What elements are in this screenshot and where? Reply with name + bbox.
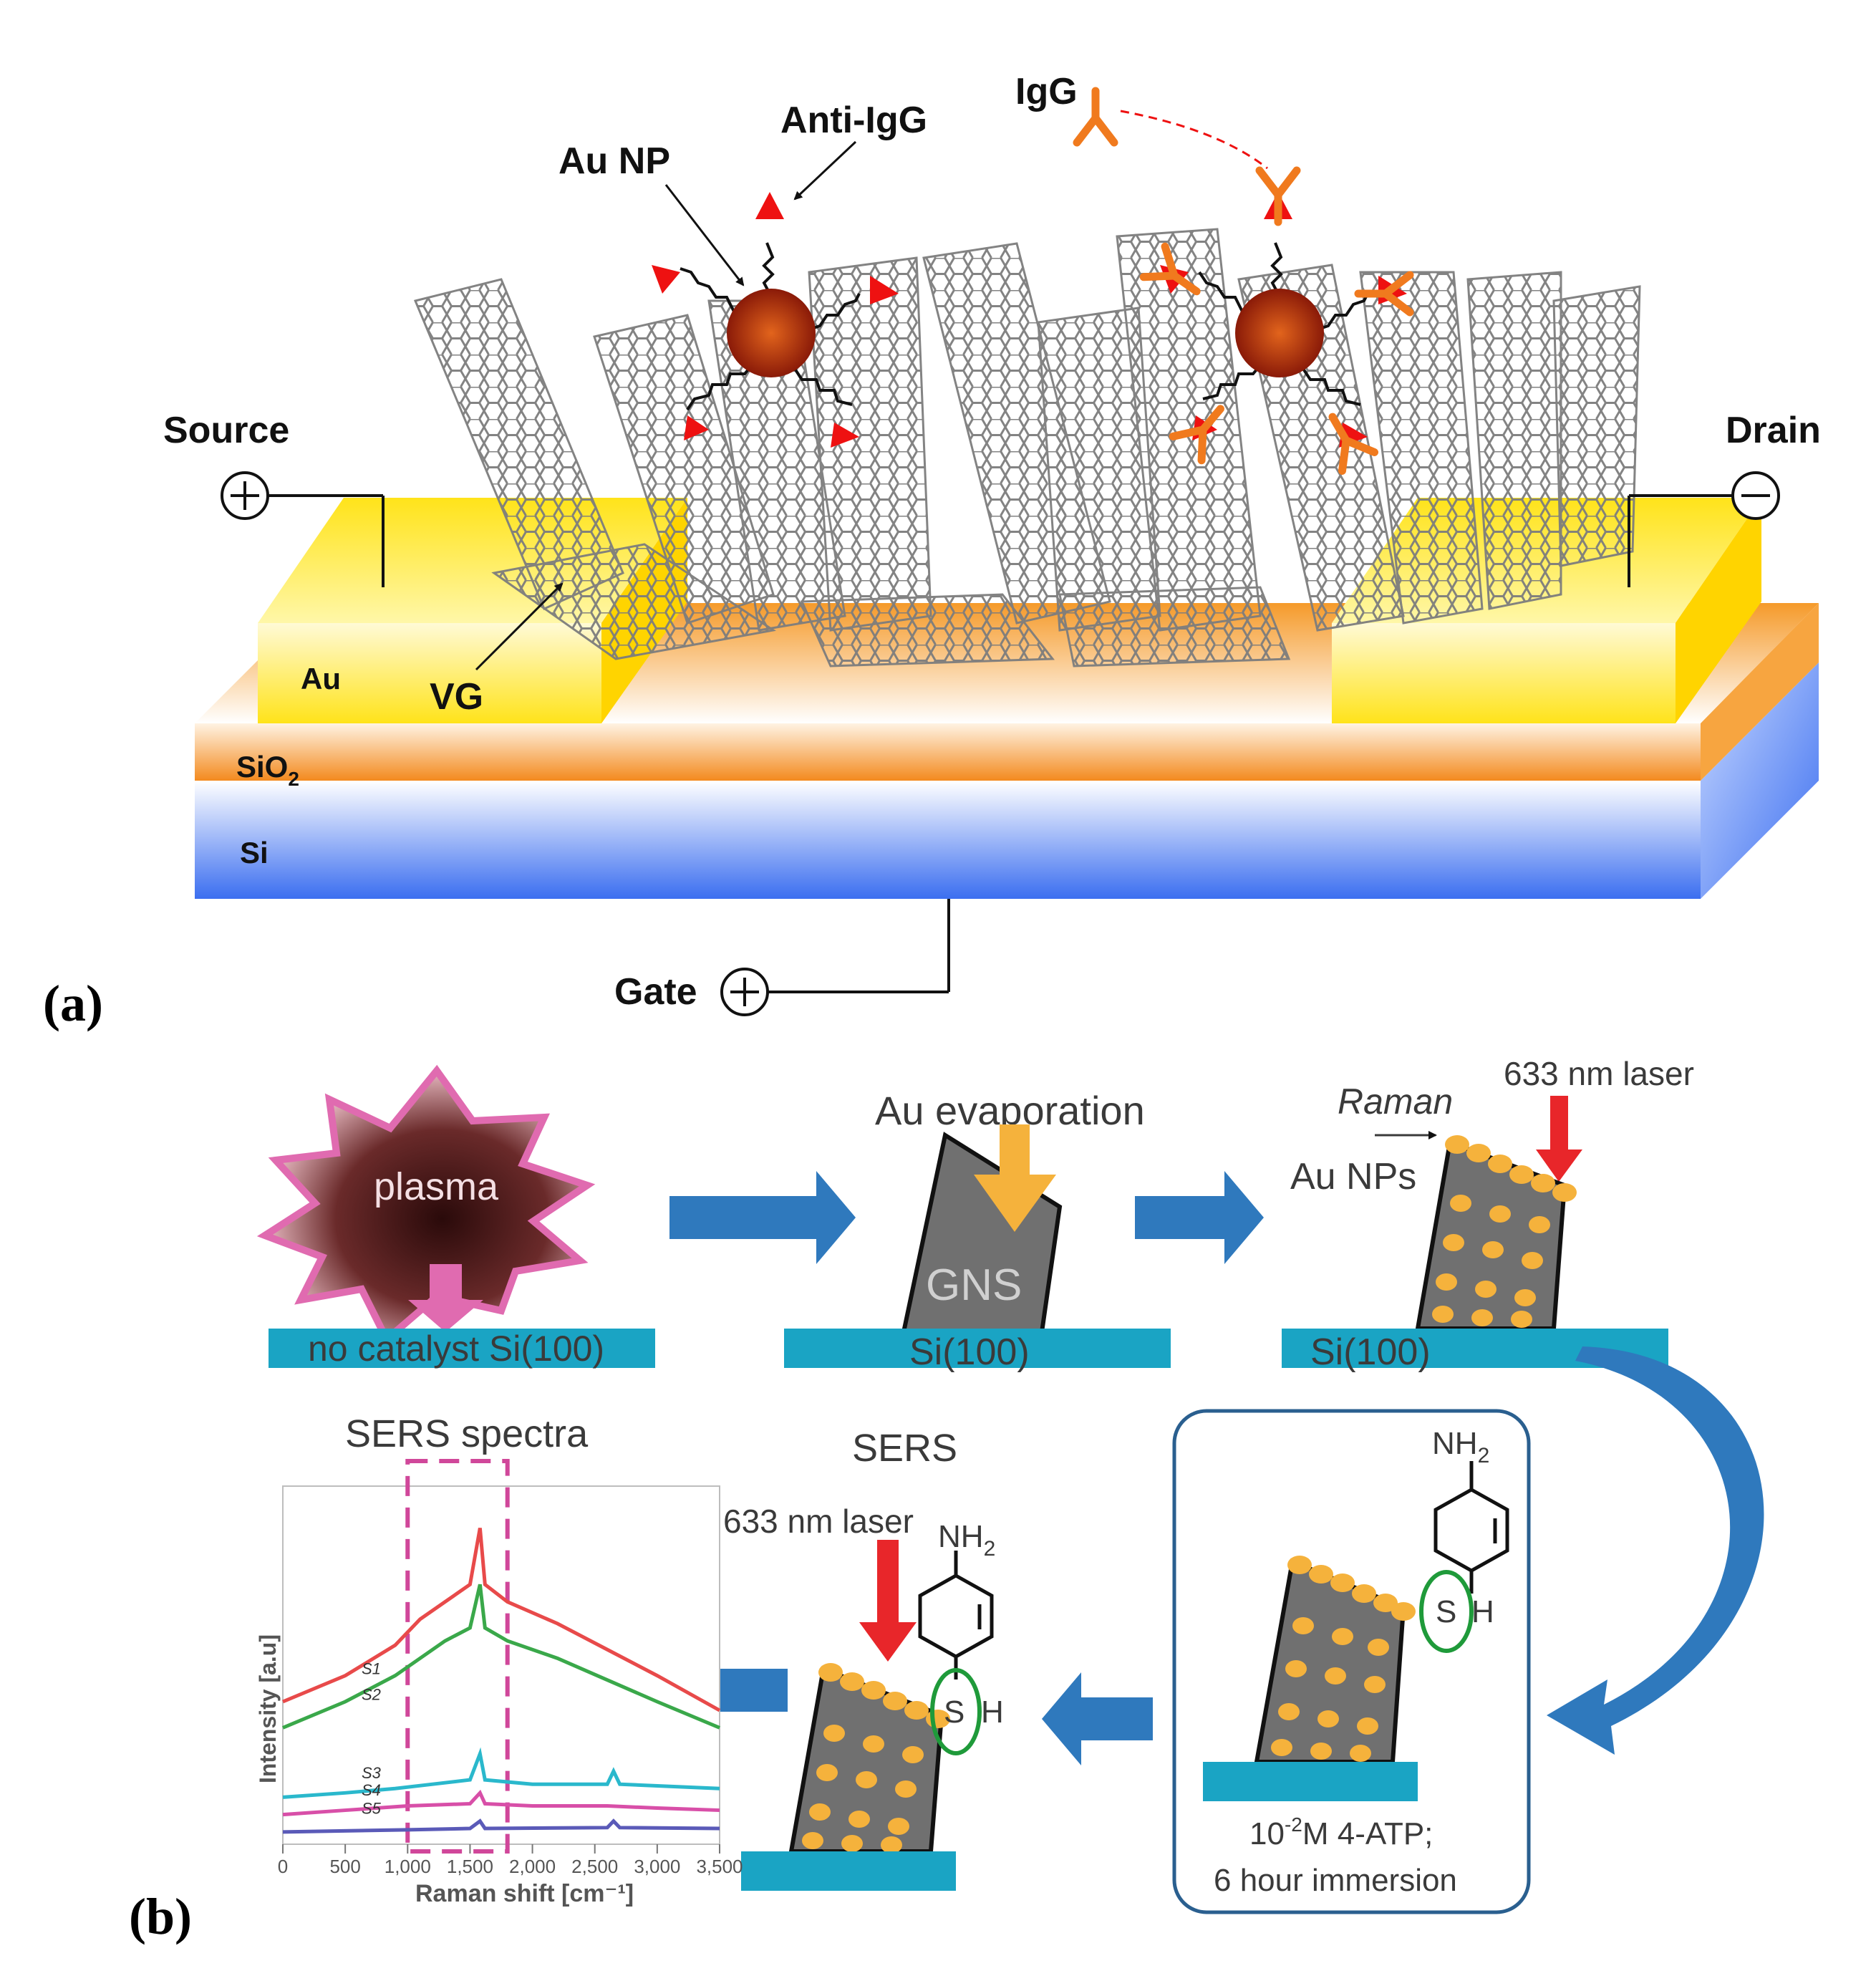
plasma-label: plasma bbox=[374, 1165, 499, 1208]
step-au-nps: Raman 633 nm laser Au NPs Si(100) bbox=[1282, 1055, 1694, 1373]
series-label-s4: S4 bbox=[362, 1781, 381, 1799]
panel-b-label: (b) bbox=[129, 1888, 192, 1945]
immersion-label: 6 hour immersion bbox=[1214, 1863, 1457, 1898]
au-np-label: Au NP bbox=[559, 140, 670, 182]
immersion-substrate bbox=[1203, 1762, 1418, 1801]
vertical-graphene bbox=[413, 228, 1641, 667]
si-label: Si bbox=[240, 836, 269, 869]
anti-igg-pointer bbox=[793, 140, 857, 201]
source-label: Source bbox=[163, 410, 289, 451]
flow-arrow-3 bbox=[1042, 1672, 1153, 1765]
chart-highlight-box bbox=[405, 1459, 510, 1854]
au-nanoparticle-right bbox=[1144, 170, 1410, 471]
gns-label: GNS bbox=[926, 1261, 1022, 1310]
au-nps-label: Au NPs bbox=[1290, 1156, 1416, 1197]
x-tick-label: 500 bbox=[329, 1856, 360, 1877]
vg-label: VG bbox=[430, 676, 483, 718]
series-line-s5 bbox=[282, 1818, 720, 1834]
sh-h-sers: H bbox=[981, 1695, 1004, 1730]
au-label: Au bbox=[301, 662, 341, 695]
chart-ylabel: Intensity [a.u] bbox=[255, 1634, 281, 1783]
si100-substrate-a bbox=[784, 1329, 1171, 1368]
plasma-down-arrow bbox=[408, 1264, 483, 1332]
drain-label: Drain bbox=[1726, 410, 1821, 451]
evaporation-arrow bbox=[974, 1124, 1056, 1232]
step-plasma: plasma no catalyst Si(100) bbox=[256, 1064, 655, 1369]
no-catalyst-substrate bbox=[269, 1329, 655, 1368]
series-label-s1: S1 bbox=[362, 1659, 381, 1677]
x-tick-label: 1,000 bbox=[385, 1856, 431, 1877]
series-label-s3: S3 bbox=[362, 1764, 382, 1782]
chart-plot-area bbox=[282, 1485, 720, 1845]
atp-molecule-box bbox=[1433, 1461, 1509, 1594]
panel-a: Source Drain Gate Au VG SiO2 Si bbox=[43, 71, 1821, 1032]
series-line-s3 bbox=[282, 1747, 720, 1799]
free-igg: IgG bbox=[1015, 71, 1268, 170]
atp-molecule-sers bbox=[918, 1551, 994, 1679]
x-tick-label: 2,500 bbox=[571, 1856, 618, 1877]
au-np-pointer bbox=[664, 184, 745, 286]
series-line-s4 bbox=[282, 1789, 720, 1817]
drain-terminal: Drain bbox=[1628, 410, 1821, 587]
nh2-sers-label: NH2 bbox=[938, 1519, 995, 1561]
chart-xlabel: Raman shift [cm⁻¹] bbox=[415, 1880, 634, 1907]
thiol-circle-sers bbox=[930, 1668, 982, 1755]
laser-top-arrow bbox=[1536, 1096, 1582, 1182]
gate-terminal: Gate bbox=[614, 899, 950, 1016]
sh-h-box: H bbox=[1471, 1594, 1494, 1629]
raman-label: Raman bbox=[1338, 1081, 1453, 1122]
si-layer bbox=[195, 662, 1819, 899]
step-immersion: NH2 S H 10-2M 4-ATP; 6 hour immersion bbox=[1172, 1409, 1531, 1914]
flow-arrow-curved bbox=[1547, 1346, 1764, 1755]
gns-with-np-top bbox=[1415, 1139, 1567, 1331]
si100-label-b: Si(100) bbox=[1310, 1331, 1431, 1373]
sers-spectra-title: SERS spectra bbox=[345, 1412, 589, 1455]
no-catalyst-label: no catalyst Si(100) bbox=[308, 1329, 604, 1369]
nh2-box-label: NH2 bbox=[1432, 1426, 1489, 1467]
x-tick-label: 1,500 bbox=[447, 1856, 493, 1877]
sh-s-sers: S bbox=[944, 1695, 964, 1730]
x-tick-label: 3,500 bbox=[696, 1856, 743, 1877]
au-dots-top bbox=[1432, 1135, 1577, 1328]
sers-substrate bbox=[741, 1851, 956, 1891]
concentration-label: 10-2M 4-ATP; bbox=[1249, 1813, 1433, 1851]
anti-igg-label: Anti-IgG bbox=[780, 100, 927, 141]
flow-arrow-2 bbox=[1135, 1171, 1264, 1264]
laser-top-label: 633 nm laser bbox=[1504, 1055, 1694, 1092]
flow-arrow-1 bbox=[669, 1171, 856, 1264]
step-sers: SERS 633 nm laser NH2 S H bbox=[723, 1427, 1004, 1891]
sh-s-box: S bbox=[1436, 1594, 1456, 1629]
sers-label: SERS bbox=[852, 1427, 957, 1470]
step-au-evaporation: Au evaporation GNS Si(100) bbox=[784, 1088, 1171, 1373]
series-label-s5: S5 bbox=[362, 1799, 382, 1817]
series-label-s2: S2 bbox=[362, 1686, 381, 1704]
igg-label: IgG bbox=[1015, 71, 1078, 112]
source-terminal: Source bbox=[163, 410, 385, 587]
panel-a-label: (a) bbox=[43, 975, 103, 1032]
thiol-circle-box bbox=[1419, 1570, 1474, 1653]
series-line-s1 bbox=[282, 1528, 721, 1712]
x-tick-label: 3,000 bbox=[634, 1856, 680, 1877]
panel-b: plasma no catalyst Si(100) Au evaporatio… bbox=[129, 1055, 1764, 1945]
laser-bottom-label: 633 nm laser bbox=[723, 1503, 914, 1540]
chart-x-ticks: 0 500 1,000 1,500 2,000 2,500 3,000 3,500 bbox=[278, 1844, 743, 1877]
x-tick-label: 0 bbox=[278, 1856, 288, 1877]
sio2-label: SiO2 bbox=[236, 750, 299, 790]
au-nanoparticle-left bbox=[652, 192, 899, 448]
series-line-s2 bbox=[282, 1584, 720, 1730]
laser-bottom-arrow bbox=[859, 1540, 917, 1662]
gate-label: Gate bbox=[614, 971, 697, 1013]
vg-pointer bbox=[475, 582, 564, 671]
x-tick-label: 2,000 bbox=[509, 1856, 556, 1877]
si100-label-a: Si(100) bbox=[909, 1331, 1030, 1373]
